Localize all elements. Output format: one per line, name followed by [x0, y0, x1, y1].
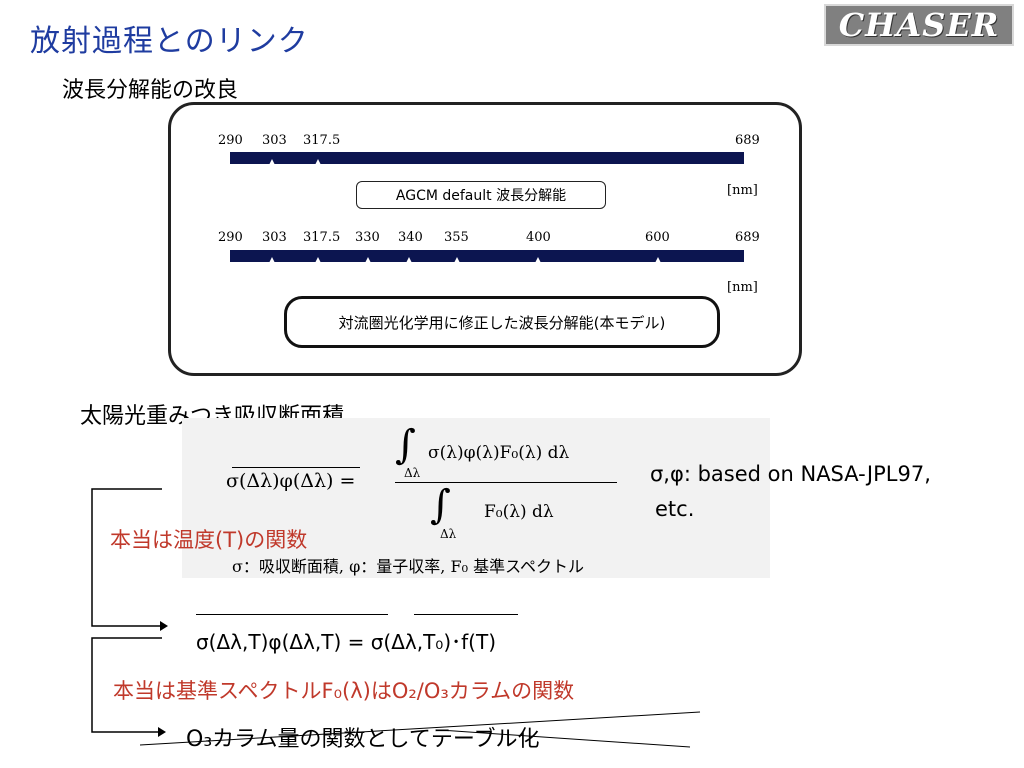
note-line1: σ,φ: based on NASA-JPL97, — [650, 462, 931, 486]
scale1-tick: 290 — [218, 133, 243, 148]
scale1-tick: 317.5 — [303, 133, 341, 148]
bin-marker — [535, 257, 541, 263]
scale1-tick: 303 — [262, 133, 287, 148]
unit-label: [nm] — [727, 183, 758, 198]
scale2-tick: 355 — [444, 230, 469, 245]
bin-marker — [269, 159, 275, 165]
integral-sign: ∫ — [430, 482, 451, 528]
resolution-panel — [168, 102, 802, 376]
chaser-logo: CHASER — [824, 4, 1014, 46]
logo-text: CHASER — [838, 6, 1000, 44]
scale2-tick: 340 — [398, 230, 423, 245]
model-resolution-label: 対流圏光化学用に修正した波長分解能(本モデル) — [284, 296, 720, 348]
formula-numerator: σ(λ)φ(λ)F₀(λ) dλ — [428, 443, 570, 463]
slide-title: 放射過程とのリンク — [30, 24, 309, 59]
scale2-tick: 290 — [218, 230, 243, 245]
formula-denominator: F₀(λ) dλ — [484, 502, 554, 522]
section-heading-resolution: 波長分解能の改良 — [62, 78, 239, 103]
equation-overline — [414, 614, 518, 615]
integral-sign: ∫ — [395, 422, 416, 468]
wavelength-bar-2 — [230, 250, 744, 262]
bin-marker — [406, 257, 412, 263]
equation-overline — [196, 614, 388, 615]
tabulation-note: O₃カラム量の関数としてテーブル化 — [186, 727, 540, 752]
bin-marker — [454, 257, 460, 263]
integral-subscript: Δλ — [404, 466, 421, 480]
fraction-bar — [395, 482, 617, 483]
scale2-tick: 317.5 — [303, 230, 341, 245]
temperature-dependency-note: 本当は温度(T)の関数 — [110, 528, 308, 552]
scale2-tick: 400 — [526, 230, 551, 245]
bin-marker — [315, 159, 321, 165]
formula-legend: σ：吸収断面積, φ：量子収率, F₀ 基準スペクトル — [232, 557, 584, 576]
strike-lines — [140, 711, 701, 748]
bin-marker — [365, 257, 371, 263]
integral-subscript: Δλ — [440, 527, 457, 541]
bracket-arrows — [91, 488, 168, 737]
temperature-equation: σ(Δλ,T)φ(Δλ,T) = σ(Δλ,T₀)･f(T) — [196, 630, 496, 654]
scale2-tick: 303 — [262, 230, 287, 245]
bin-marker — [269, 257, 275, 263]
scale2-tick: 689 — [735, 230, 760, 245]
unit-label: [nm] — [727, 280, 758, 295]
scale2-tick: 330 — [355, 230, 380, 245]
spectrum-dependency-note: 本当は基準スペクトルF₀(λ)はO₂/O₃カラムの関数 — [113, 679, 575, 703]
scale2-tick: 600 — [645, 230, 670, 245]
agcm-default-label: AGCM default 波長分解能 — [356, 181, 606, 209]
formula-lhs: σ(Δλ)φ(Δλ) = — [226, 470, 356, 492]
wavelength-bar-1 — [230, 152, 744, 164]
note-line2: etc. — [655, 497, 695, 521]
bin-marker — [315, 257, 321, 263]
scale1-tick: 689 — [735, 133, 760, 148]
bin-marker — [655, 257, 661, 263]
formula-lhs-overline — [232, 467, 360, 468]
formula-box — [182, 418, 770, 578]
